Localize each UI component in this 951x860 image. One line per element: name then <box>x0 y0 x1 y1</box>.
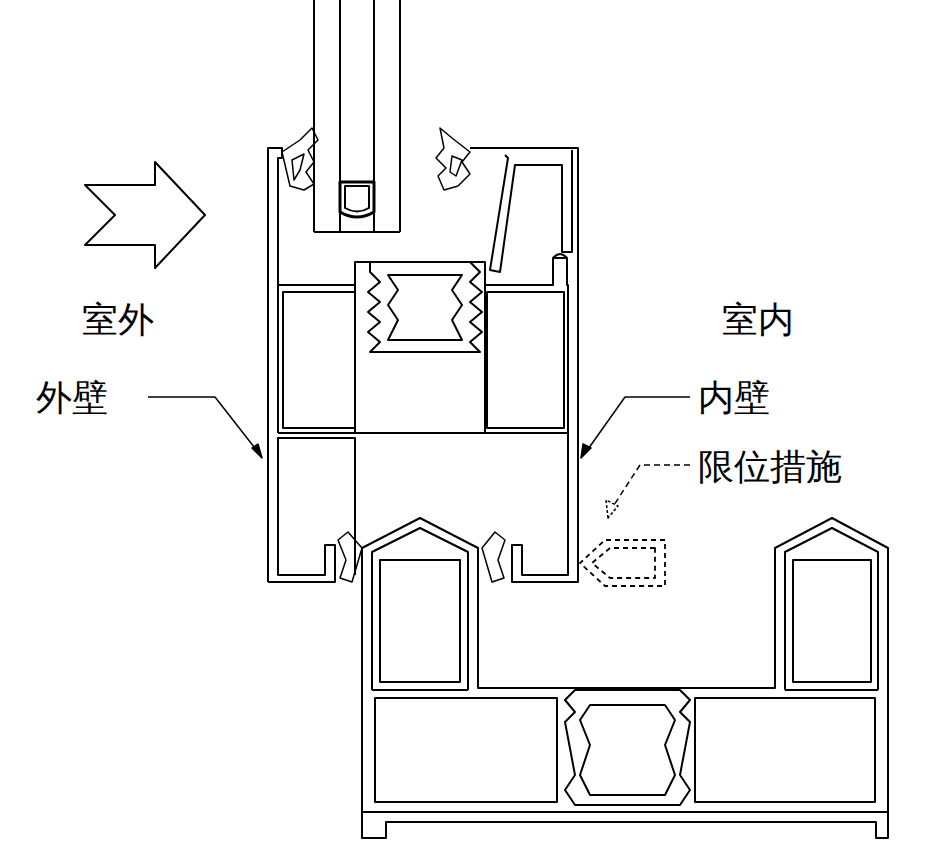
direction-arrow <box>85 162 205 268</box>
text-label: 限位措施 <box>696 447 844 487</box>
text-label: 内壁 <box>696 378 772 418</box>
limit-device <box>580 540 665 586</box>
leader-line <box>148 397 690 518</box>
lower-profile <box>362 518 888 838</box>
text-label: 室外 <box>80 300 156 340</box>
upper-profile <box>268 148 578 582</box>
glass-unit <box>314 0 400 232</box>
text-label: 室内 <box>720 300 796 340</box>
text-label: 外壁 <box>34 378 110 418</box>
gasket <box>282 128 505 582</box>
